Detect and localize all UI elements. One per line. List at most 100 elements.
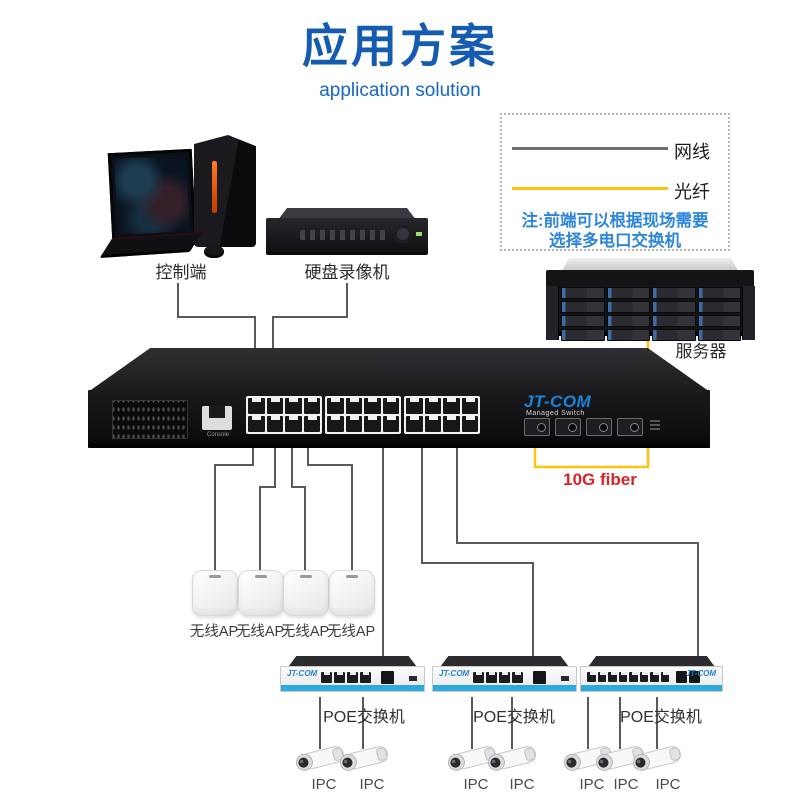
poe-blue-stripe xyxy=(433,685,576,691)
dvr-buttons xyxy=(300,230,386,240)
ipc-camera-graphic-4 xyxy=(486,744,538,773)
server-label: 服务器 xyxy=(675,342,727,361)
sfp-port xyxy=(524,418,550,436)
rj45-port xyxy=(461,416,478,432)
poe-top-face xyxy=(440,656,569,667)
poe-port xyxy=(597,672,606,682)
poe-port xyxy=(499,672,510,683)
wireless-ap-graphic-1 xyxy=(192,570,238,616)
drive-bay xyxy=(561,287,605,299)
wireless-ap-graphic-3 xyxy=(283,570,329,616)
poe-blue-stripe xyxy=(281,685,424,691)
poe-port xyxy=(660,672,669,682)
poe-brand-logo: JT-COM xyxy=(287,669,318,678)
rj45-port xyxy=(303,398,320,414)
fiber-line-swatch xyxy=(512,187,668,190)
pc-mouse xyxy=(204,245,224,258)
drive-bay xyxy=(606,287,650,299)
sfp-port-row xyxy=(524,418,644,436)
dvr-top-face xyxy=(278,208,416,220)
poe-port xyxy=(512,672,523,683)
control-pc-label: 控制端 xyxy=(155,263,207,282)
pc-monitor xyxy=(107,148,197,242)
ipc-camera-graphic-7 xyxy=(631,744,683,773)
ipc-camera-graphic-2 xyxy=(338,744,390,773)
console-port-label: Console xyxy=(206,432,229,438)
ap-label-4: 无线AP xyxy=(326,624,376,640)
poe-port xyxy=(639,672,648,682)
drive-bay xyxy=(697,329,741,341)
rj45-port xyxy=(443,398,460,414)
switch-led-panel xyxy=(112,400,188,439)
poe-switch-graphic-1: JT-COM xyxy=(280,656,425,698)
ipc-label-1: IPC xyxy=(311,776,337,793)
dvr-graphic xyxy=(266,208,428,256)
poe-uplink-port xyxy=(533,671,546,684)
rj45-port xyxy=(382,416,399,432)
poe-uplink-port xyxy=(381,671,394,684)
poe-switch-graphic-2: JT-COM xyxy=(432,656,577,698)
poe-port xyxy=(347,672,358,683)
drive-bay xyxy=(561,301,605,313)
rj45-port-block-3 xyxy=(404,396,480,434)
rj45-port xyxy=(424,398,441,414)
rj45-port xyxy=(248,416,265,432)
ipc-label-5: IPC xyxy=(579,776,605,793)
poe-port xyxy=(360,672,371,683)
rj45-port xyxy=(248,398,265,414)
sfp-port xyxy=(586,418,612,436)
poe-uplink-port xyxy=(689,671,700,683)
drive-bay xyxy=(606,301,650,313)
legend-note-line1: 注:前端可以根据现场需要 xyxy=(521,212,709,230)
drive-bay xyxy=(697,287,741,299)
pc-tower-glow xyxy=(212,161,217,213)
poe-switch-label-3: POE交换机 xyxy=(620,709,702,726)
switch-brand-logo: JT-COM xyxy=(524,392,592,411)
poe-top-face xyxy=(588,656,715,667)
ipc-label-7: IPC xyxy=(655,776,681,793)
poe-port xyxy=(334,672,345,683)
poe-port xyxy=(629,672,638,682)
drive-bay xyxy=(606,315,650,327)
page-subtitle: application solution xyxy=(319,80,481,101)
cable-switch-to-ap2 xyxy=(259,445,276,572)
poe-port xyxy=(473,672,484,683)
poe-port-row xyxy=(587,672,669,682)
poe-port xyxy=(321,672,332,683)
legend-note-line2: 选择多电口交换机 xyxy=(549,232,681,250)
cable-switch-to-ap3 xyxy=(291,445,306,572)
sfp-port xyxy=(617,418,643,436)
rj45-port xyxy=(327,416,344,432)
ap-label-3: 无线AP xyxy=(280,624,330,640)
poe-port-row xyxy=(473,672,523,683)
rj45-port xyxy=(266,416,283,432)
drive-bay xyxy=(606,329,650,341)
fiber-legend-label: 光纤 xyxy=(674,182,710,202)
poe-switch-label-1: POE交换机 xyxy=(323,709,405,726)
switch-model-label: Managed Switch xyxy=(526,410,585,417)
wireless-ap-graphic-2 xyxy=(238,570,284,616)
poe-blue-stripe xyxy=(581,685,722,691)
cable-line-swatch xyxy=(512,147,668,150)
rj45-port xyxy=(443,416,460,432)
poe-brand-logo: JT-COM xyxy=(439,669,470,678)
drive-bay xyxy=(652,287,696,299)
switch-top-face xyxy=(88,348,710,392)
rj45-port xyxy=(364,398,381,414)
dvr-jog-pad xyxy=(394,225,412,243)
drive-bay xyxy=(652,329,696,341)
poe-vent-mark xyxy=(409,676,417,681)
wireless-ap-graphic-4 xyxy=(329,570,375,616)
rj45-port xyxy=(266,398,283,414)
rj45-port xyxy=(345,398,362,414)
poe-uplink-port xyxy=(676,671,687,683)
cable-switch-to-ap1 xyxy=(214,445,254,572)
poe-port xyxy=(486,672,497,683)
rj45-port xyxy=(424,416,441,432)
drive-bay xyxy=(697,315,741,327)
ap-label-1: 无线AP xyxy=(189,624,239,640)
cable-switch-to-poe2 xyxy=(421,445,534,666)
drive-bay xyxy=(697,301,741,313)
dvr-label: 硬盘录像机 xyxy=(304,263,390,282)
